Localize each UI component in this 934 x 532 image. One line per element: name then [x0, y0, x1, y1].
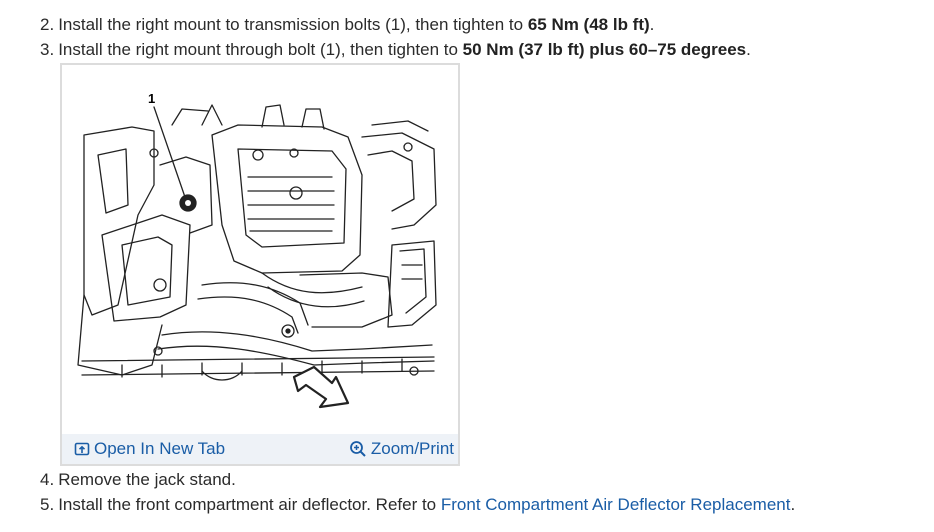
figure-toolbar: Open In New Tab Zoom/Print	[62, 434, 458, 464]
step-5: 5.Install the front compartment air defl…	[40, 495, 796, 514]
torque-spec: 65 Nm (48 lb ft)	[527, 15, 650, 34]
zoom-magnifier-icon	[349, 441, 366, 457]
zoom-print-label: Zoom/Print	[370, 439, 454, 458]
open-in-new-tab-label: Open In New Tab	[94, 439, 226, 458]
zoom-print-button[interactable]: Zoom/Print	[349, 439, 454, 459]
frame-rail	[361, 120, 437, 376]
air-deflector-replacement-link[interactable]: Front Compartment Air Deflector Replacem…	[440, 495, 791, 514]
open-in-new-tab-button[interactable]: Open In New Tab	[74, 439, 225, 459]
step-4: 4.Remove the jack stand.	[40, 470, 236, 489]
torque-spec: 50 Nm (37 lb ft) plus 60–75 degrees	[462, 40, 747, 59]
crossmember	[81, 346, 435, 381]
right-mount-bracket	[77, 126, 213, 376]
callout-label: 1	[148, 91, 155, 106]
lower-hoses	[157, 272, 435, 366]
engine-mount-diagram: 1	[77, 91, 437, 409]
callout-leader-line	[153, 106, 187, 201]
mount-illustration-figure: 1	[60, 63, 460, 466]
step-2: 2.Install the right mount to transmissio…	[40, 15, 655, 34]
front-direction-arrow	[292, 365, 350, 409]
transmission-housing	[171, 104, 363, 274]
step-3: 3.Install the right mount through bolt (…	[40, 40, 751, 59]
open-new-tab-icon	[74, 442, 90, 456]
